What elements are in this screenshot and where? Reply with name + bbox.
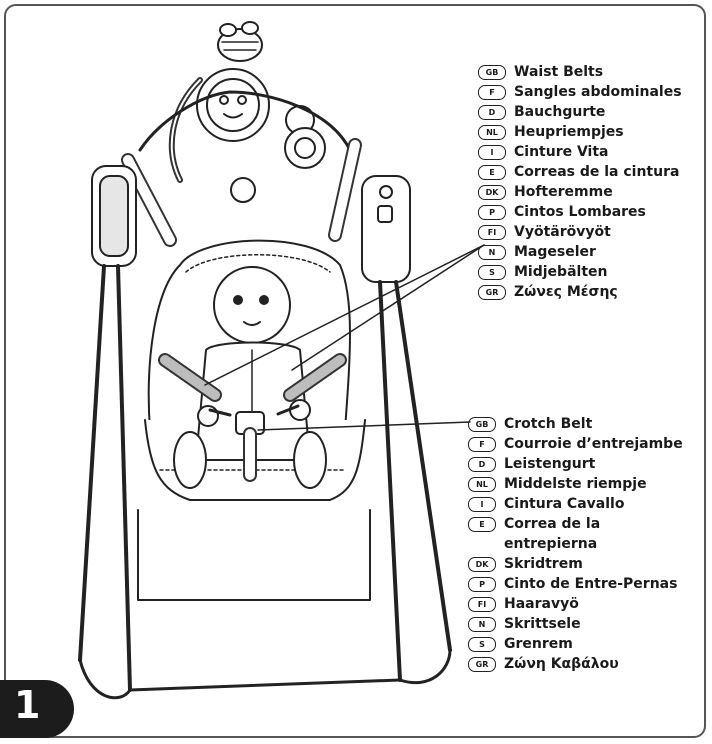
legend-label: Bauchgurte — [514, 102, 605, 122]
legend-item: N Mageseler — [478, 242, 682, 262]
legend-item: NL Heupriempjes — [478, 122, 682, 142]
legend-item: P Cintos Lombares — [478, 202, 682, 222]
mobile-toy — [172, 22, 325, 202]
legend-item: D Leistengurt — [468, 454, 683, 474]
legend-item: NL Middelste riempje — [468, 474, 683, 494]
language-badge: FI — [478, 225, 506, 240]
step-number: 1 — [14, 683, 40, 727]
motor-housing-left — [92, 166, 136, 266]
legend-item: GB Crotch Belt — [468, 414, 683, 434]
language-badge: N — [468, 617, 496, 632]
language-badge: GB — [478, 65, 506, 80]
language-badge: GR — [478, 285, 506, 300]
legend-item: DK Hofteremme — [478, 182, 682, 202]
legend-item: FI Vyötärövyöt — [478, 222, 682, 242]
language-badge: D — [478, 105, 506, 120]
legend-label: Grenrem — [504, 634, 573, 654]
language-badge: E — [478, 165, 506, 180]
legend-item: GR Ζώνη Καβάλου — [468, 654, 683, 674]
legend-item: I Cinture Vita — [478, 142, 682, 162]
legend-item: DK Skridtrem — [468, 554, 683, 574]
legend-label: Waist Belts — [514, 62, 603, 82]
language-badge: DK — [468, 557, 496, 572]
legend-item: FI Haaravyö — [468, 594, 683, 614]
legend-item: S Midjebälten — [478, 262, 682, 282]
legend-item: GR Ζώνες Μέσης — [478, 282, 682, 302]
legend-label: Vyötärövyöt — [514, 222, 611, 242]
language-badge: GR — [468, 657, 496, 672]
legend-label: Hofteremme — [514, 182, 613, 202]
legend-item: E Correa de la entrepierna — [468, 514, 683, 554]
legend-item: F Sangles abdominales — [478, 82, 682, 102]
legend-label: Heupriempjes — [514, 122, 624, 142]
legend-label: Cinture Vita — [514, 142, 609, 162]
legend-item: S Grenrem — [468, 634, 683, 654]
language-badge: N — [478, 245, 506, 260]
legend-label: Cintura Cavallo — [504, 494, 624, 514]
legend-label: Cintos Lombares — [514, 202, 646, 222]
legend-label: Ζώνη Καβάλου — [504, 654, 619, 674]
language-badge: NL — [468, 477, 496, 492]
language-badge: I — [468, 497, 496, 512]
legend-label: Correa de la entrepierna — [504, 514, 674, 554]
language-badge: DK — [478, 185, 506, 200]
legend-label: Sangles abdominales — [514, 82, 682, 102]
legend-item: D Bauchgurte — [478, 102, 682, 122]
legend-label: Haaravyö — [504, 594, 579, 614]
language-badge: E — [468, 517, 496, 532]
legend-label: Middelste riempje — [504, 474, 647, 494]
legend-item: P Cinto de Entre-Pernas — [468, 574, 683, 594]
language-badge: S — [478, 265, 506, 280]
legend-label: Mageseler — [514, 242, 596, 262]
language-badge: FI — [468, 597, 496, 612]
legend-label: Midjebälten — [514, 262, 607, 282]
legend-label: Correas de la cintura — [514, 162, 679, 182]
legend-item: F Courroie d’entrejambe — [468, 434, 683, 454]
legend-item: N Skrittsele — [468, 614, 683, 634]
waist-belts-legend: GB Waist Belts F Sangles abdominales D Bauc… — [478, 62, 682, 302]
language-badge: NL — [478, 125, 506, 140]
language-badge: P — [478, 205, 506, 220]
language-badge: F — [478, 85, 506, 100]
legend-item: GB Waist Belts — [478, 62, 682, 82]
legend-label: Skrittsele — [504, 614, 581, 634]
motor-housing-right — [362, 176, 410, 282]
language-badge: P — [468, 577, 496, 592]
legend-label: Crotch Belt — [504, 414, 592, 434]
legend-label: Skridtrem — [504, 554, 583, 574]
legend-label: Courroie d’entrejambe — [504, 434, 683, 454]
legend-item: I Cintura Cavallo — [468, 494, 683, 514]
language-badge: S — [468, 637, 496, 652]
legend-label: Ζώνες Μέσης — [514, 282, 618, 302]
language-badge: I — [478, 145, 506, 160]
language-badge: F — [468, 437, 496, 452]
language-badge: D — [468, 457, 496, 472]
legend-label: Leistengurt — [504, 454, 595, 474]
crotch-belt-legend: GB Crotch Belt F Courroie d’entrejambe D Le… — [468, 414, 683, 674]
legend-item: E Correas de la cintura — [478, 162, 682, 182]
legend-label: Cinto de Entre-Pernas — [504, 574, 677, 594]
language-badge: GB — [468, 417, 496, 432]
